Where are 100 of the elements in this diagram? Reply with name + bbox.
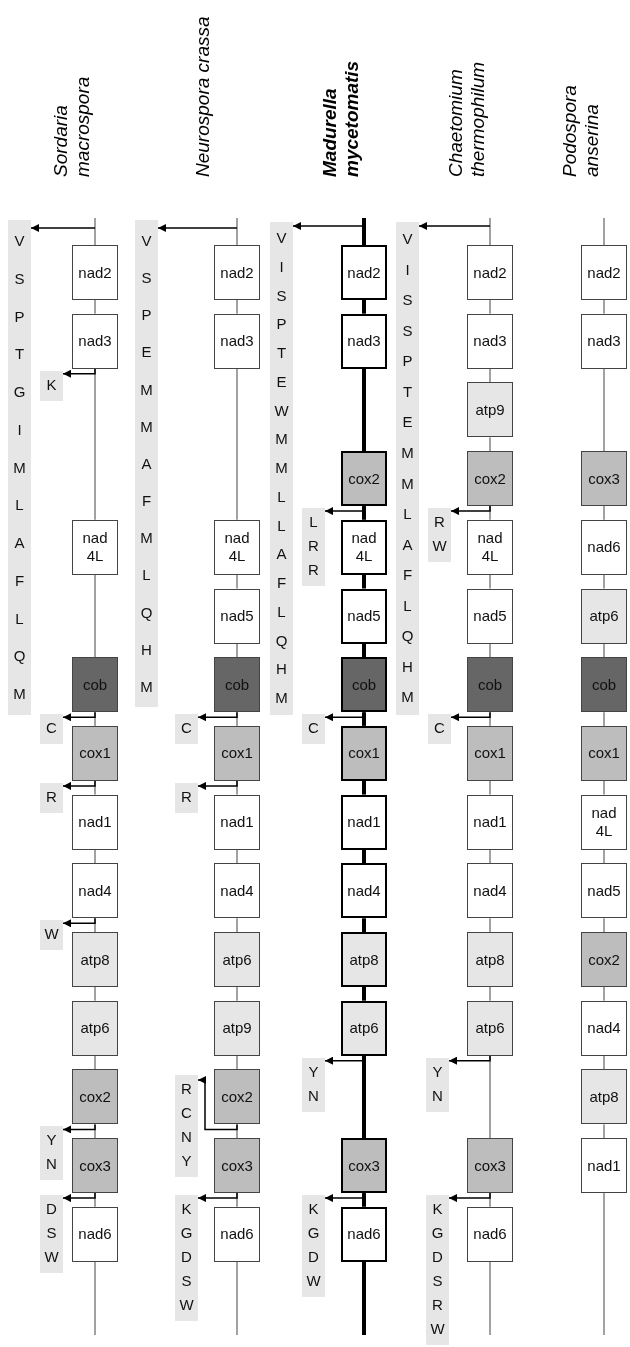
track-line — [362, 643, 366, 658]
arrow — [450, 711, 491, 722]
track-line — [489, 299, 491, 315]
gene-box: nad1 — [581, 1138, 627, 1194]
trna-gene-cluster: R — [175, 782, 198, 813]
arrow — [197, 1192, 238, 1203]
gene-box: cox2 — [214, 1069, 260, 1125]
trna-gene-cluster: C — [428, 714, 451, 745]
gene-box: cox3 — [72, 1138, 118, 1194]
gene-box: cox1 — [581, 725, 627, 781]
species-name: Chaetomium thermophilum — [445, 60, 489, 177]
gene-box: atp6 — [467, 1000, 513, 1056]
track-line — [236, 849, 238, 864]
gene-box: cox3 — [581, 451, 627, 507]
gene-box: atp6 — [341, 1000, 387, 1056]
trna-gene-cluster: Y N — [426, 1057, 449, 1112]
gene-box: cox3 — [214, 1138, 260, 1194]
gene-box: cob — [341, 657, 387, 713]
track-line — [236, 1055, 238, 1070]
track-line — [603, 505, 605, 521]
species-name: Podospora anserina — [559, 84, 603, 177]
gene-box: nad5 — [467, 588, 513, 644]
gene-box: nad5 — [341, 588, 387, 644]
track-line — [362, 368, 366, 452]
gene-box: nad5 — [214, 588, 260, 644]
track-line — [489, 436, 491, 452]
track-line — [489, 780, 491, 796]
gene-box: nad6 — [72, 1206, 118, 1262]
trna-gene-cluster: K — [40, 370, 63, 401]
track-line — [362, 780, 366, 795]
gene-box: nad3 — [214, 313, 260, 369]
gene-box: cob — [581, 657, 627, 713]
gene-box: nad4 — [581, 1000, 627, 1056]
arrow — [62, 917, 96, 928]
arrow — [324, 1192, 365, 1203]
trna-gene-cluster: V S P E M M A F M L Q H M — [135, 220, 158, 707]
arrow — [62, 780, 96, 790]
gene-box: nad1 — [341, 794, 387, 850]
gene-box: nad1 — [72, 794, 118, 850]
gene-box: nad2 — [72, 245, 118, 300]
gene-box: nad2 — [467, 245, 513, 300]
arrow — [197, 711, 238, 722]
gene-box: atp8 — [581, 1069, 627, 1125]
trna-gene-cluster: L R R — [302, 508, 325, 587]
gene-box: atp8 — [341, 932, 387, 987]
gene-box: cox3 — [467, 1138, 513, 1194]
gene-box: cob — [72, 657, 118, 713]
arrow — [418, 222, 491, 230]
trna-gene-cluster: V S P T G I M L A F L Q M — [8, 220, 31, 715]
arrow — [292, 222, 365, 230]
gene-box: cob — [214, 657, 260, 713]
track-line — [362, 849, 366, 864]
gene-box: nad2 — [341, 245, 387, 300]
trna-gene-cluster: C — [302, 714, 325, 745]
gene-box: nad4 — [467, 863, 513, 919]
track-line — [236, 299, 238, 315]
track-line — [489, 849, 491, 864]
trna-gene-cluster: W — [40, 920, 63, 951]
trna-gene-cluster: C — [175, 714, 198, 745]
trna-gene-cluster: C — [40, 714, 63, 745]
track-line — [94, 849, 96, 864]
track-line — [94, 986, 96, 1002]
gene-box: nad3 — [72, 313, 118, 369]
gene-box: cox1 — [214, 725, 260, 781]
track-line — [603, 849, 605, 864]
track-line — [603, 711, 605, 727]
arrow — [62, 711, 96, 722]
track-line — [94, 299, 96, 315]
gene-box: nad3 — [581, 313, 627, 369]
track-line — [603, 368, 605, 452]
track-line — [603, 986, 605, 1002]
track-line — [236, 574, 238, 589]
arrow — [324, 1054, 365, 1065]
gene-box: nad6 — [467, 1206, 513, 1262]
gene-box: nad6 — [581, 519, 627, 575]
gene-box: atp6 — [214, 932, 260, 987]
track-line — [362, 1055, 366, 1139]
gene-box: cox1 — [341, 725, 387, 781]
gene-box: nad4 — [72, 863, 118, 919]
species-name: Sordaria macrospora — [50, 75, 94, 177]
gene-box: atp9 — [214, 1000, 260, 1056]
gene-box: nad 4L — [72, 519, 118, 575]
gene-box: nad5 — [581, 863, 627, 919]
gene-box: cox1 — [72, 725, 118, 781]
track-line — [603, 780, 605, 796]
track-line — [603, 1123, 605, 1139]
trna-gene-cluster: R W — [428, 508, 451, 563]
gene-box: nad4 — [214, 863, 260, 919]
species-name: Neurospora crassa — [192, 15, 214, 177]
trna-gene-cluster: V I S S P T E M M L A F L Q H M — [396, 222, 419, 715]
gene-box: nad1 — [467, 794, 513, 850]
species-name: Madurella mycetomatis — [319, 59, 363, 177]
trna-gene-cluster: K G D S R W — [426, 1195, 449, 1346]
arrow — [197, 1076, 238, 1131]
gene-box: cob — [467, 657, 513, 713]
gene-box: cox1 — [467, 725, 513, 781]
track-line — [362, 574, 366, 589]
arrow — [157, 224, 238, 232]
arrow — [448, 1054, 491, 1065]
track-line — [236, 917, 238, 933]
